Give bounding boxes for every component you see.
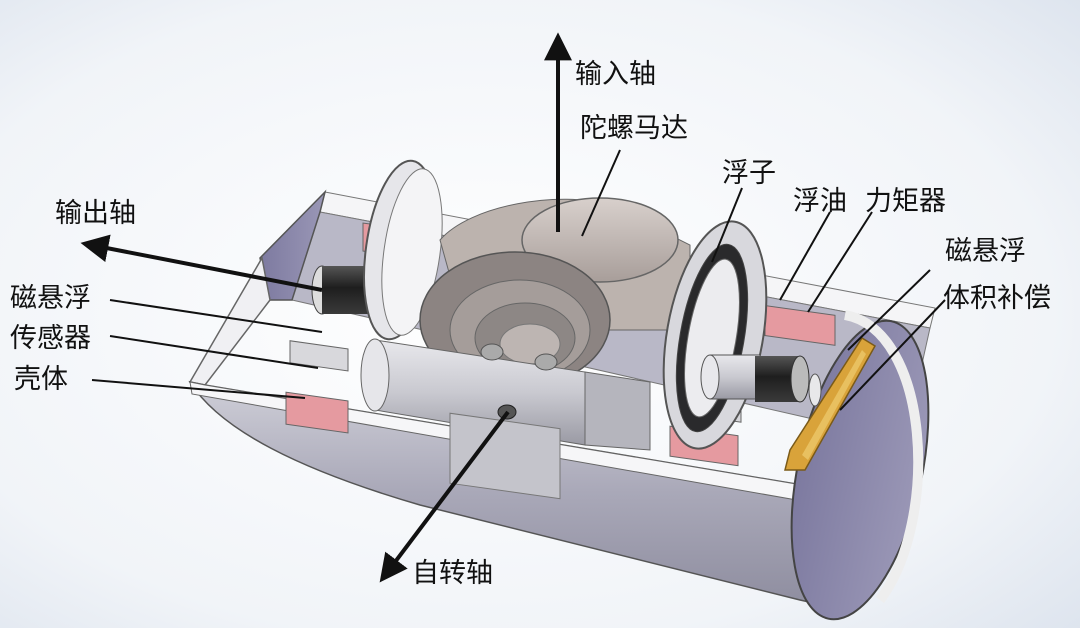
maglev-sensor-label-1: 磁悬浮 [10, 283, 91, 314]
spin-axis-label: 自转轴 [412, 558, 493, 589]
output-axis-label: 输出轴 [55, 198, 136, 229]
leader-lines [91, 149, 946, 411]
maglev-volume-comp-label-1: 磁悬浮 [945, 236, 1026, 267]
output-axis-arrow [80, 234, 323, 292]
maglev-sensor-label-2: 传感器 [10, 323, 91, 354]
housing-label: 壳体 [14, 364, 68, 395]
input-axis-label: 输入轴 [575, 59, 656, 90]
float-body [360, 338, 651, 500]
float-oil-label: 浮油 [793, 186, 847, 217]
torquer-label: 力矩器 [865, 186, 946, 217]
volume-compensator-highlight [802, 350, 866, 460]
gyro-motor-label: 陀螺马达 [580, 113, 688, 144]
spin-axis-arrow [379, 410, 510, 583]
float-label: 浮子 [722, 158, 776, 189]
maglev-volume-comp-label-2: 体积补偿 [943, 283, 1051, 314]
right-bearing [700, 354, 822, 407]
axis-arrows [80, 32, 572, 583]
